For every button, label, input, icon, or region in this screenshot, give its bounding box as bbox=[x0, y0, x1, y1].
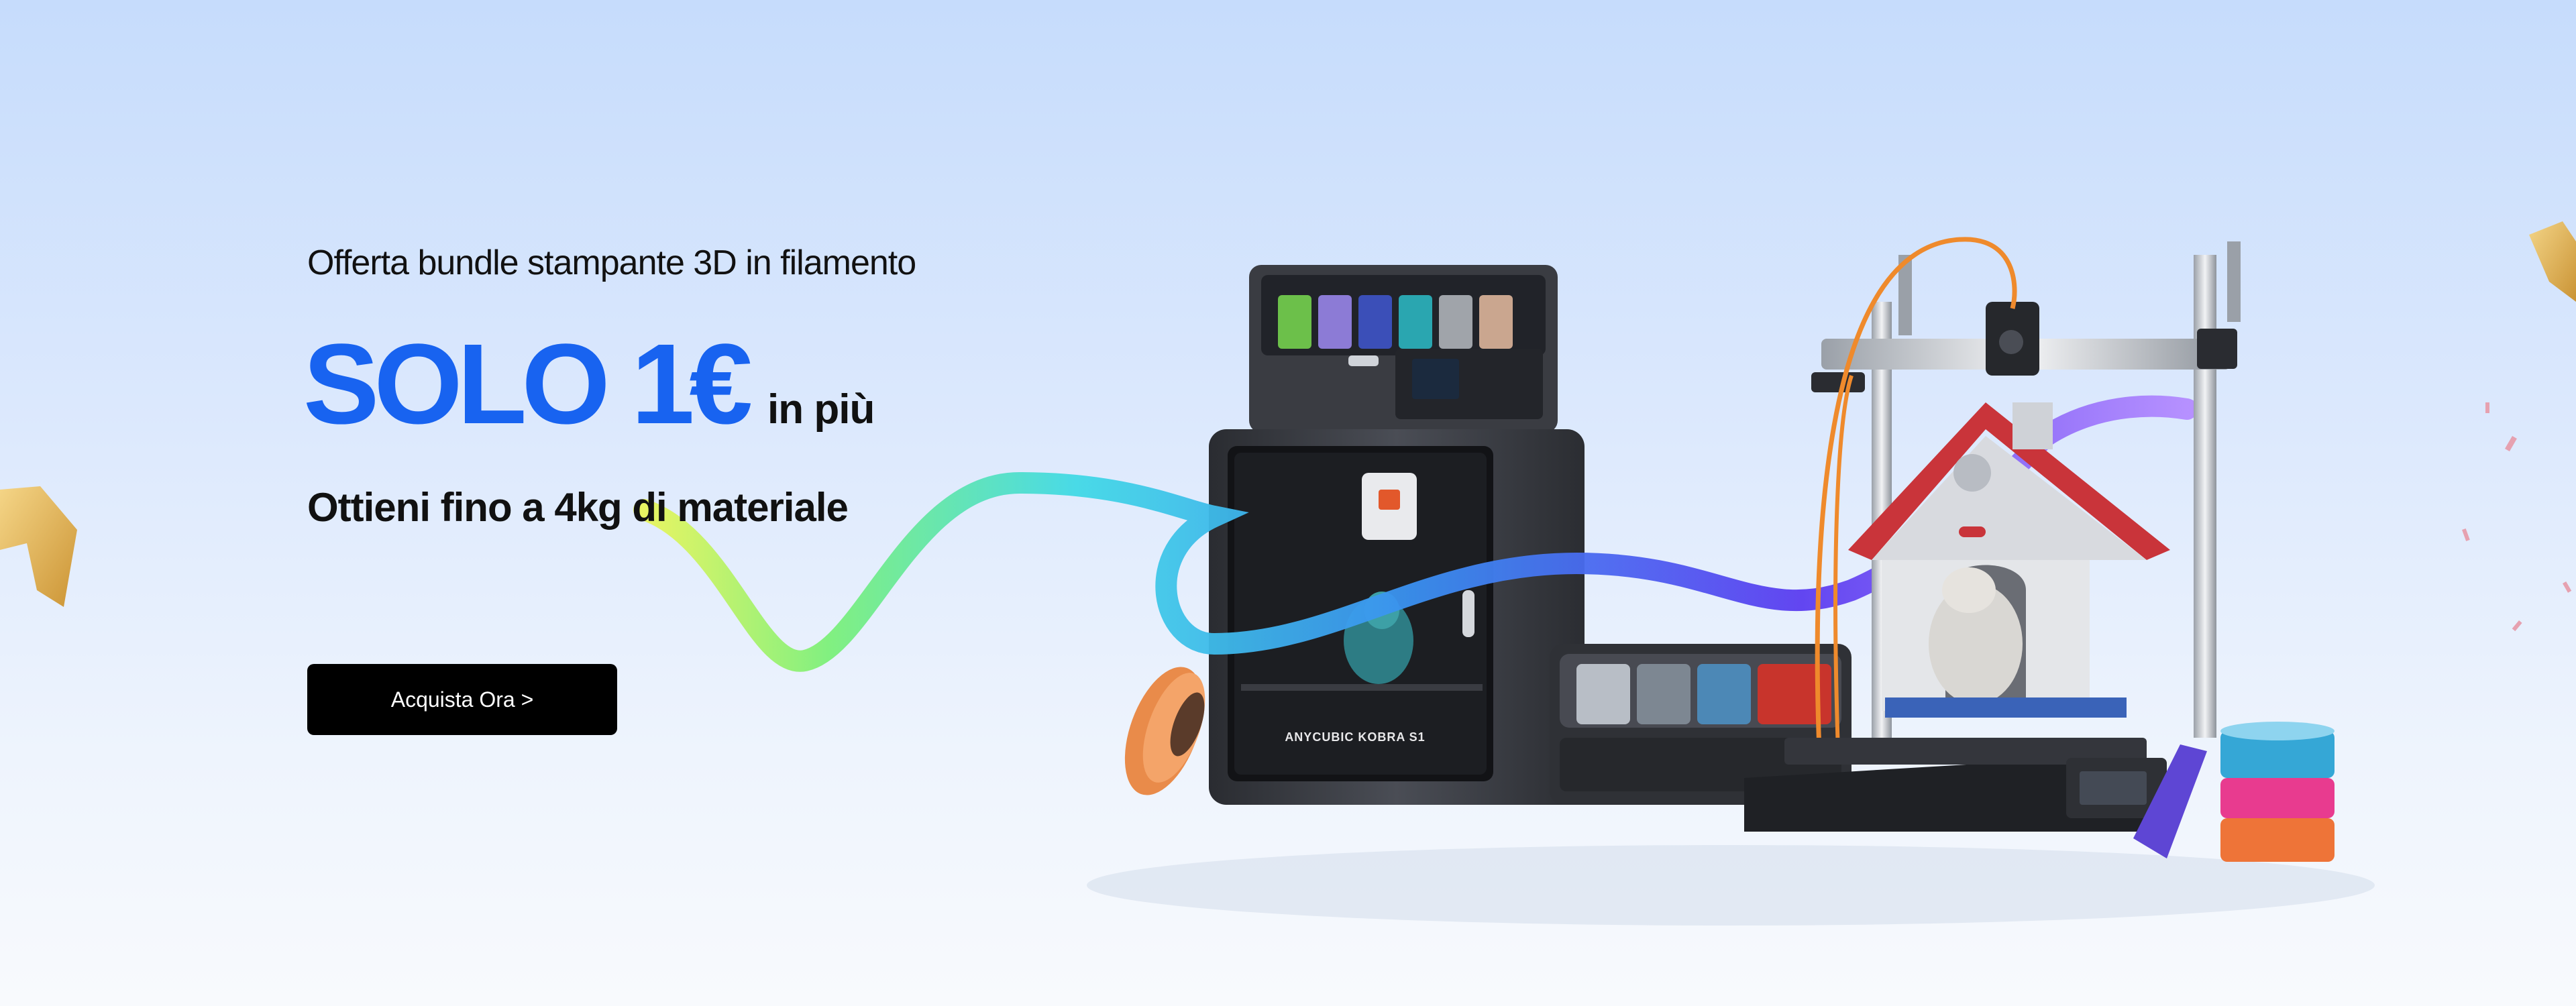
price-suffix: in più bbox=[767, 386, 875, 433]
bundle-offer-eyebrow: Offerta bundle stampante 3D in filamento bbox=[307, 243, 916, 282]
headline: SOLO 1€in più bbox=[303, 327, 875, 441]
shop-now-button[interactable]: Acquista Ora > bbox=[307, 664, 617, 735]
printer-brand-label: ANYCUBIC KOBRA S1 bbox=[1285, 730, 1425, 744]
shop-now-label: Acquista Ora > bbox=[390, 687, 534, 712]
filament-spool-stack bbox=[2133, 722, 2334, 862]
orange-filament-spool bbox=[1124, 667, 1205, 795]
large-format-printer bbox=[1744, 237, 2241, 832]
confetti-decoration bbox=[0, 221, 2576, 632]
price-headline: SOLO 1€ bbox=[303, 321, 753, 448]
material-offer-subhead: Ottieni fino a 4kg di materiale bbox=[307, 485, 849, 530]
enclosed-printer: ANYCUBIC KOBRA S1 bbox=[1209, 265, 1585, 805]
